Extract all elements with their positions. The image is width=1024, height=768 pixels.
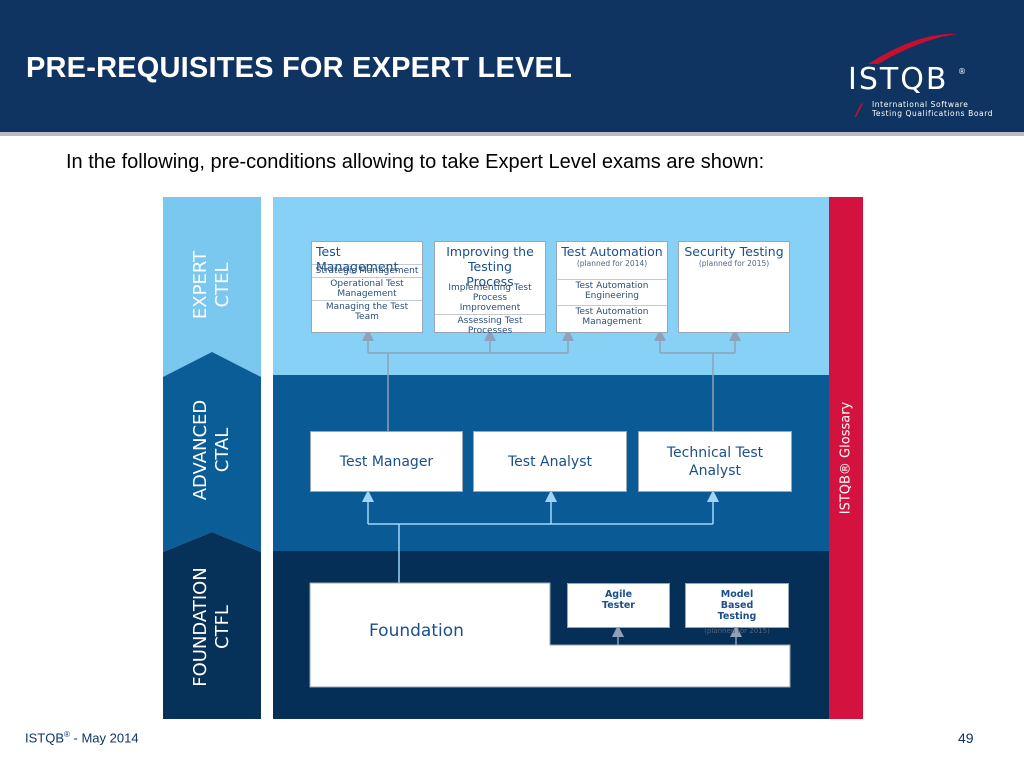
- slide-header: PRE-REQUISITES FOR EXPERT LEVEL ISTQB ® …: [0, 0, 1024, 132]
- level-column-shapes: [163, 197, 261, 719]
- footer-copyright: ISTQB® - May 2014: [25, 730, 139, 746]
- logo-accent-icon: /: [856, 100, 862, 119]
- foundation-shape: [309, 582, 791, 688]
- istqb-logo: ISTQB ® / International Software Testing…: [838, 30, 998, 126]
- slide-title: PRE-REQUISITES FOR EXPERT LEVEL: [26, 52, 572, 84]
- expert-test-management-box: Test Management Strategic Management Ope…: [311, 241, 423, 333]
- foundation-label: Foundation: [369, 621, 464, 641]
- slide-subtitle: In the following, pre-conditions allowin…: [66, 151, 765, 173]
- advanced-technical-test-analyst-box: Technical Test Analyst: [638, 431, 792, 492]
- header-divider: [0, 132, 1024, 136]
- logo-registered-mark: ®: [958, 67, 966, 76]
- foundation-model-based-testing-box: Model Based Testing (planned for 2015): [685, 583, 789, 635]
- expert-improving-testing-process-box: Improving the Testing Process Implementi…: [434, 241, 546, 336]
- logo-text: ISTQB: [848, 62, 949, 97]
- foundation-agile-tester-box: Agile Tester: [567, 583, 670, 628]
- logo-subtitle: International Software Testing Qualifica…: [872, 100, 994, 118]
- advanced-test-manager-box: Test Manager: [310, 431, 463, 492]
- certification-diagram: EXPERT CTEL ADVANCED CTAL FOUNDATION CTF…: [163, 197, 863, 719]
- connector-lines: [362, 329, 742, 645]
- glossary-bar: ISTQB® Glossary: [829, 197, 863, 719]
- advanced-test-analyst-box: Test Analyst: [473, 431, 627, 492]
- logo-swoosh-icon: [868, 33, 958, 64]
- expert-test-automation-box: Test Automation (planned for 2014) Test …: [556, 241, 668, 333]
- page-number: 49: [958, 730, 974, 746]
- level-column: EXPERT CTEL ADVANCED CTAL FOUNDATION CTF…: [163, 197, 261, 719]
- expert-security-testing-box: Security Testing (planned for 2015): [678, 241, 790, 333]
